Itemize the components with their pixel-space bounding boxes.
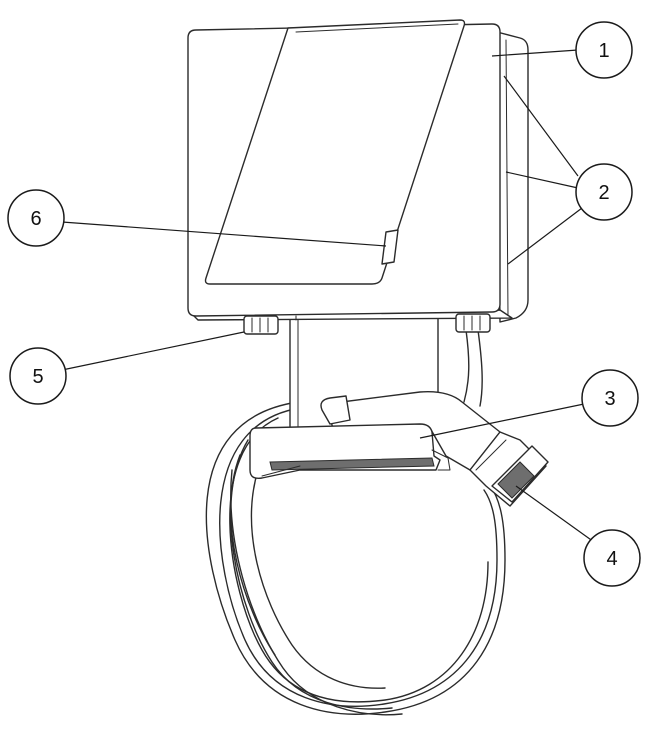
callout-1-label: 1 (598, 40, 609, 62)
callout-4: 4 (583, 529, 641, 587)
callout-6-label: 6 (30, 208, 41, 230)
front-cover-panel (204, 19, 466, 285)
cable-gland-left (243, 315, 279, 335)
callout-4-label: 4 (606, 548, 617, 570)
leader-6 (61, 221, 387, 247)
leader-2b (505, 171, 579, 189)
leader-lines (61, 49, 595, 543)
leader-3 (419, 403, 585, 439)
cable-riser (463, 329, 483, 407)
charging-cable (205, 401, 506, 716)
leader-5 (61, 331, 245, 371)
cable-gland-right (455, 313, 491, 333)
leader-4 (515, 485, 595, 543)
leader-2c (507, 207, 583, 265)
connector-nozzle (469, 431, 549, 507)
callout-5-label: 5 (32, 366, 43, 388)
status-indicator (381, 229, 399, 265)
connector-holster (249, 391, 501, 480)
callout-6: 6 (7, 189, 65, 247)
callout-1: 1 (575, 21, 633, 79)
callout-2-label: 2 (598, 182, 609, 204)
callout-5: 5 (9, 347, 67, 405)
callout-2: 2 (575, 163, 633, 221)
callout-3: 3 (581, 369, 639, 427)
leader-2a (503, 75, 579, 177)
callout-3-label: 3 (604, 388, 615, 410)
leader-1 (491, 49, 579, 57)
